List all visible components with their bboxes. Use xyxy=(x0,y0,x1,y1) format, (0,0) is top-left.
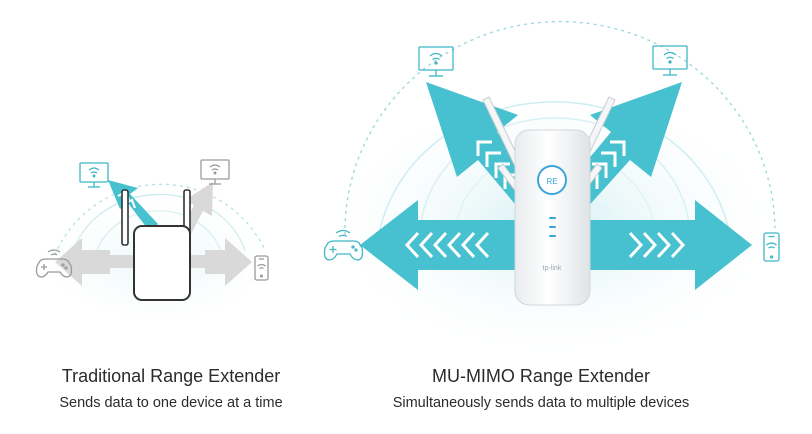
re-button-label: RE xyxy=(546,177,557,186)
teal-arrow-active xyxy=(108,180,158,232)
traditional-subtitle: Sends data to one device at a time xyxy=(59,395,283,411)
re-button xyxy=(537,165,567,195)
traditional-title: Traditional Range Extender xyxy=(61,366,281,386)
mu-mimo-subtitle: Simultaneously sends data to multiple de… xyxy=(392,395,690,411)
mu-mimo-caption: MU-MIMO Range Extender Simultaneously se… xyxy=(376,365,706,413)
traditional-extender-device xyxy=(121,189,191,301)
monitor-wifi-icon xyxy=(418,46,454,77)
mu-mimo-title: MU-MIMO Range Extender xyxy=(431,366,651,386)
monitor-wifi-icon xyxy=(652,45,688,76)
monitor-wifi-icon xyxy=(79,162,109,188)
phone-icon-inactive xyxy=(254,255,269,281)
gamepad-wifi-icon xyxy=(323,229,364,261)
gamepad-icon-inactive xyxy=(35,249,73,278)
phone-wifi-icon xyxy=(763,232,780,262)
mu-mimo-extender-device: RE tp-link xyxy=(514,129,591,306)
mu-mimo-extender-panel: RE tp-link xyxy=(313,20,793,365)
traditional-extender-panel xyxy=(28,159,288,332)
arrow-left xyxy=(360,200,520,290)
monitor-icon-inactive xyxy=(200,159,230,185)
brand-logo: tp-link xyxy=(543,265,562,272)
traditional-caption: Traditional Range Extender Sends data to… xyxy=(16,365,326,413)
